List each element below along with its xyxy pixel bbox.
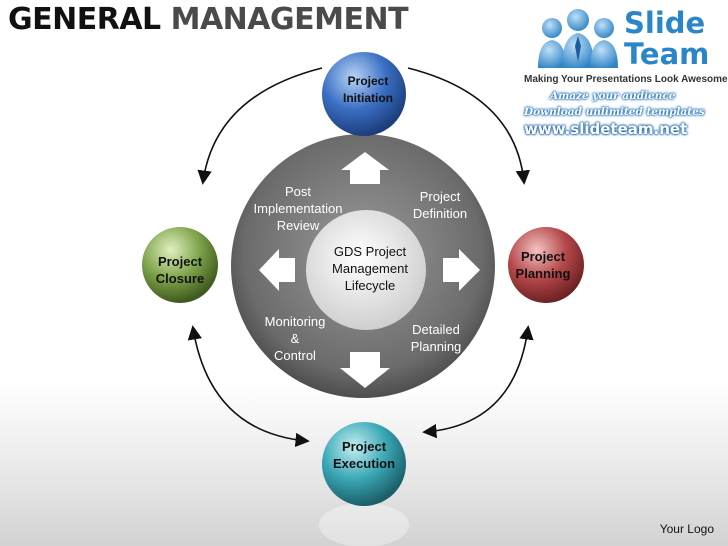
logo-tagline: Making Your Presentations Look Awesome	[524, 74, 728, 85]
node-closure-ball	[142, 227, 218, 303]
node-planning-ball	[508, 227, 584, 303]
page-title: GENERAL MANAGEMENT	[8, 2, 409, 37]
lifecycle-center-disc	[306, 210, 426, 330]
node-initiation-ball	[322, 52, 406, 136]
node-closure-label: Project Closure	[155, 254, 205, 286]
right-arrow-icon	[443, 249, 480, 291]
left-arrow-icon	[259, 249, 295, 291]
logo-promo-amaze: Amaze your audience	[550, 90, 676, 102]
down-arrow-icon	[340, 352, 390, 388]
label-monitoring-control: Monitoring & Control	[264, 314, 326, 363]
up-arrow-icon	[341, 152, 389, 184]
logo-word-slide: Slide	[624, 6, 706, 40]
logo-word-team: Team	[624, 37, 710, 71]
label-post-implementation-review: Post Implementation Review	[253, 184, 343, 233]
title-part2: MANAGEMENT	[170, 2, 409, 37]
title-part1: GENERAL	[8, 2, 161, 37]
logo-wordmark: Slide Team	[624, 8, 709, 70]
arrow-planning-to-execution	[422, 325, 534, 439]
footer-logo-text: Your Logo	[659, 522, 714, 536]
slideteam-logo: Slide Team Making Your Presentations Loo…	[520, 4, 728, 144]
node-execution-ball	[322, 422, 406, 506]
node-planning-label: Project Planning	[515, 249, 571, 281]
node-execution-label: Project Execution	[332, 439, 396, 471]
label-detailed-planning: Detailed Planning	[410, 322, 462, 354]
label-project-definition: Project Definition	[412, 189, 468, 221]
people-icon	[538, 9, 618, 68]
arrow-initiation-to-closure	[197, 67, 323, 185]
node-initiation-label: Project Initiation	[343, 74, 393, 105]
logo-url: www.slideteam.net	[524, 120, 688, 138]
floor-reflection	[319, 503, 409, 546]
logo-promo-download: Download unlimited templates	[524, 106, 705, 118]
arrow-closure-to-execution	[187, 325, 310, 448]
arrow-initiation-to-planning	[407, 67, 530, 185]
center-title: GDS Project Management Lifecycle	[332, 244, 408, 293]
